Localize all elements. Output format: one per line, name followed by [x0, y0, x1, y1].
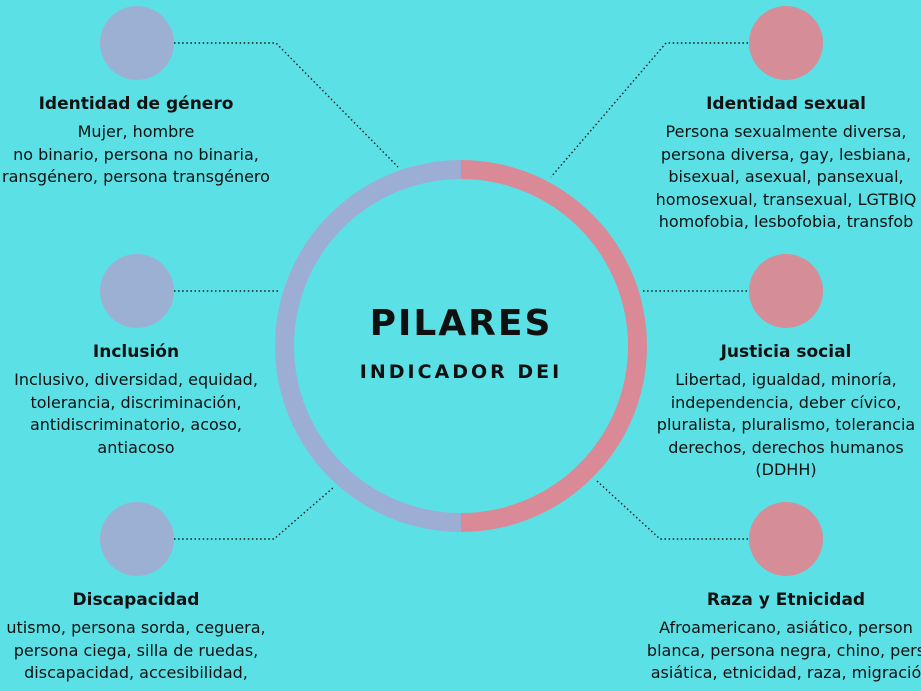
pillar-line: derechos, derechos humanos [668, 437, 904, 457]
pillar-title: Discapacidad [72, 590, 200, 610]
pillar-line: persona ciega, silla de ruedas, [13, 640, 259, 660]
pillar-line: Persona sexualmente diversa, [665, 122, 907, 141]
pillar-title: Inclusión [92, 342, 180, 362]
pillar-identidad-sexual: Identidad sexual Persona sexualmente div… [636, 94, 921, 234]
connector-identidad-genero [174, 42, 399, 168]
pillar-justicia-social: Justicia social Libertad, igualdad, mino… [636, 342, 921, 482]
center-title: PILARES [369, 303, 553, 344]
identidad-genero-dot [100, 6, 174, 80]
pillar-line: independencia, deber cívico, [670, 392, 902, 412]
connector-raza-etnicidad [596, 480, 748, 540]
pillar-line: tolerancia, discriminación, [30, 392, 242, 412]
pillar-line: homofobia, lesbofobia, transfob [658, 212, 914, 231]
raza-etnicidad-dot [749, 502, 823, 576]
pillar-line: (DDHH) [755, 460, 817, 479]
pillar-line: discapacidad, accesibilidad, [24, 663, 248, 682]
pillar-line: Libertad, igualdad, minoría, [675, 370, 897, 389]
pillar-line: Mujer, hombre [77, 122, 195, 141]
center-subtitle: INDICADOR DEI [359, 361, 563, 383]
discapacidad-dot [100, 502, 174, 576]
identidad-sexual-dot [749, 6, 823, 80]
pillar-title: Identidad de género [38, 94, 234, 114]
pillar-inclusion: Inclusión Inclusivo, diversidad, equidad… [0, 342, 286, 459]
pillar-line: pluralista, pluralismo, tolerancia [656, 415, 916, 434]
connector-identidad-sexual [550, 42, 748, 178]
pillar-line: homosexual, transexual, LGTBIQ [655, 189, 917, 209]
pillar-line: antidiscriminatorio, acoso, [29, 415, 243, 434]
pillar-title: Identidad sexual [706, 94, 866, 114]
pillar-line: blanca, persona negra, chino, pers [646, 640, 921, 660]
pillar-line: antiacoso [97, 437, 175, 457]
pillar-title: Raza y Etnicidad [706, 590, 866, 610]
pillar-discapacidad: Discapacidad utismo, persona sorda, cegu… [0, 590, 286, 685]
pillar-title: Justicia social [720, 342, 852, 362]
pillar-line: Afroamericano, asiático, person [659, 618, 913, 637]
pillar-line: asiática, etnicidad, raza, migració [650, 663, 921, 682]
pillar-line: Inclusivo, diversidad, equidad, [14, 370, 258, 389]
pillar-line: utismo, persona sorda, ceguera, [6, 618, 266, 637]
pillar-line: no binario, persona no binaria, [13, 144, 259, 164]
center-label: PILARES INDICADOR DEI [275, 160, 647, 532]
pillar-raza-etnicidad: Raza y Etnicidad Afroamericano, asiático… [636, 590, 921, 685]
pillar-line: bisexual, asexual, pansexual, [668, 167, 904, 186]
justicia-social-dot [749, 254, 823, 328]
pillar-line: persona diversa, gay, lesbiana, [660, 144, 912, 164]
connector-discapacidad [174, 486, 335, 540]
pillar-identidad-genero: Identidad de género Mujer, hombre no bin… [0, 94, 286, 189]
inclusion-dot [100, 254, 174, 328]
pillar-line: ransgénero, persona transgénero [2, 167, 270, 186]
center-ring [275, 160, 647, 532]
